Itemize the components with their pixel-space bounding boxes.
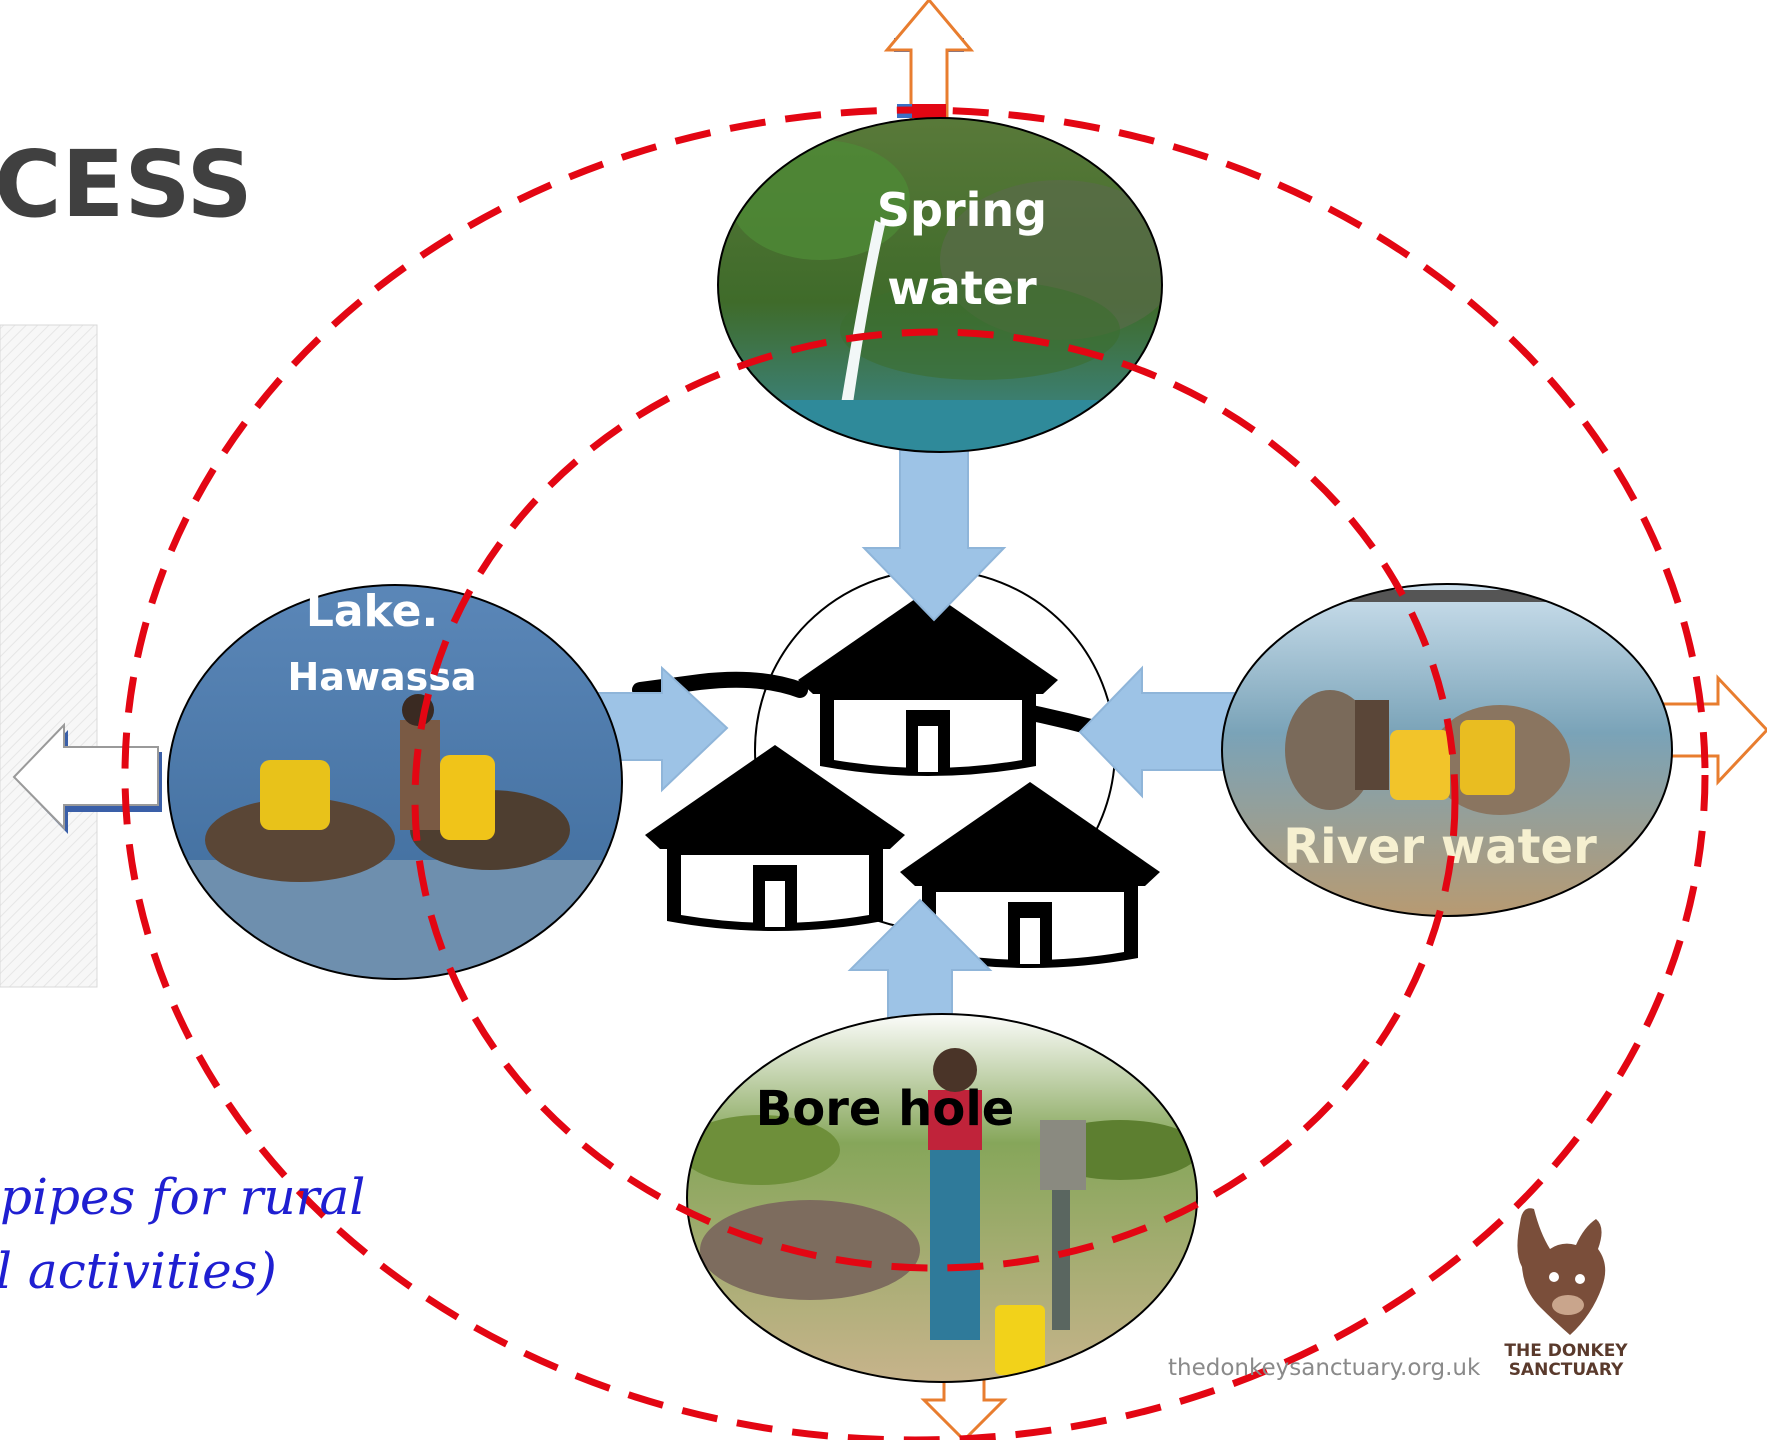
borehole-pump-photo [687,1014,1197,1382]
river-water-node: River water [1221,583,1673,917]
inflow-arrows [562,449,1251,1061]
spring-label-line1: Spring [877,183,1047,237]
donkey-heart-logo-icon [1517,1208,1606,1335]
village-huts-icon [645,590,1160,968]
donkeys-at-lake-photo [168,585,622,979]
borehole-label: Bore hole [756,1081,1015,1137]
website-text: thedonkeysanctuary.org.uk [1168,1355,1481,1381]
spring-water-node: Spring water [717,117,1163,453]
logo-line1: THE DONKEY [1504,1341,1628,1361]
lake-label-line1: Lake. [306,586,438,637]
donkeys-at-river-photo [1222,584,1672,916]
caption-line1: pipes for rural [0,1168,365,1226]
logo-line2: SANCTUARY [1509,1360,1624,1380]
slide-title: CESS [0,131,253,238]
borehole-node: Bore hole [686,1013,1198,1383]
dashed-rings [121,106,1709,1440]
inner-dashed-ring [411,328,1459,1272]
river-label: River water [1283,819,1597,875]
spring-label-line2: water [887,261,1037,315]
caption-line2: l activities) [0,1242,277,1300]
lake-hawassa-node: Lake. Hawassa [167,584,623,980]
waterfall-photo [718,118,1162,452]
lake-label-line2: Hawassa [287,655,476,699]
top-arrow [883,0,975,123]
outer-dashed-ring [121,106,1709,1440]
arrow-from-spring [861,449,1007,622]
side-panel [0,324,98,988]
